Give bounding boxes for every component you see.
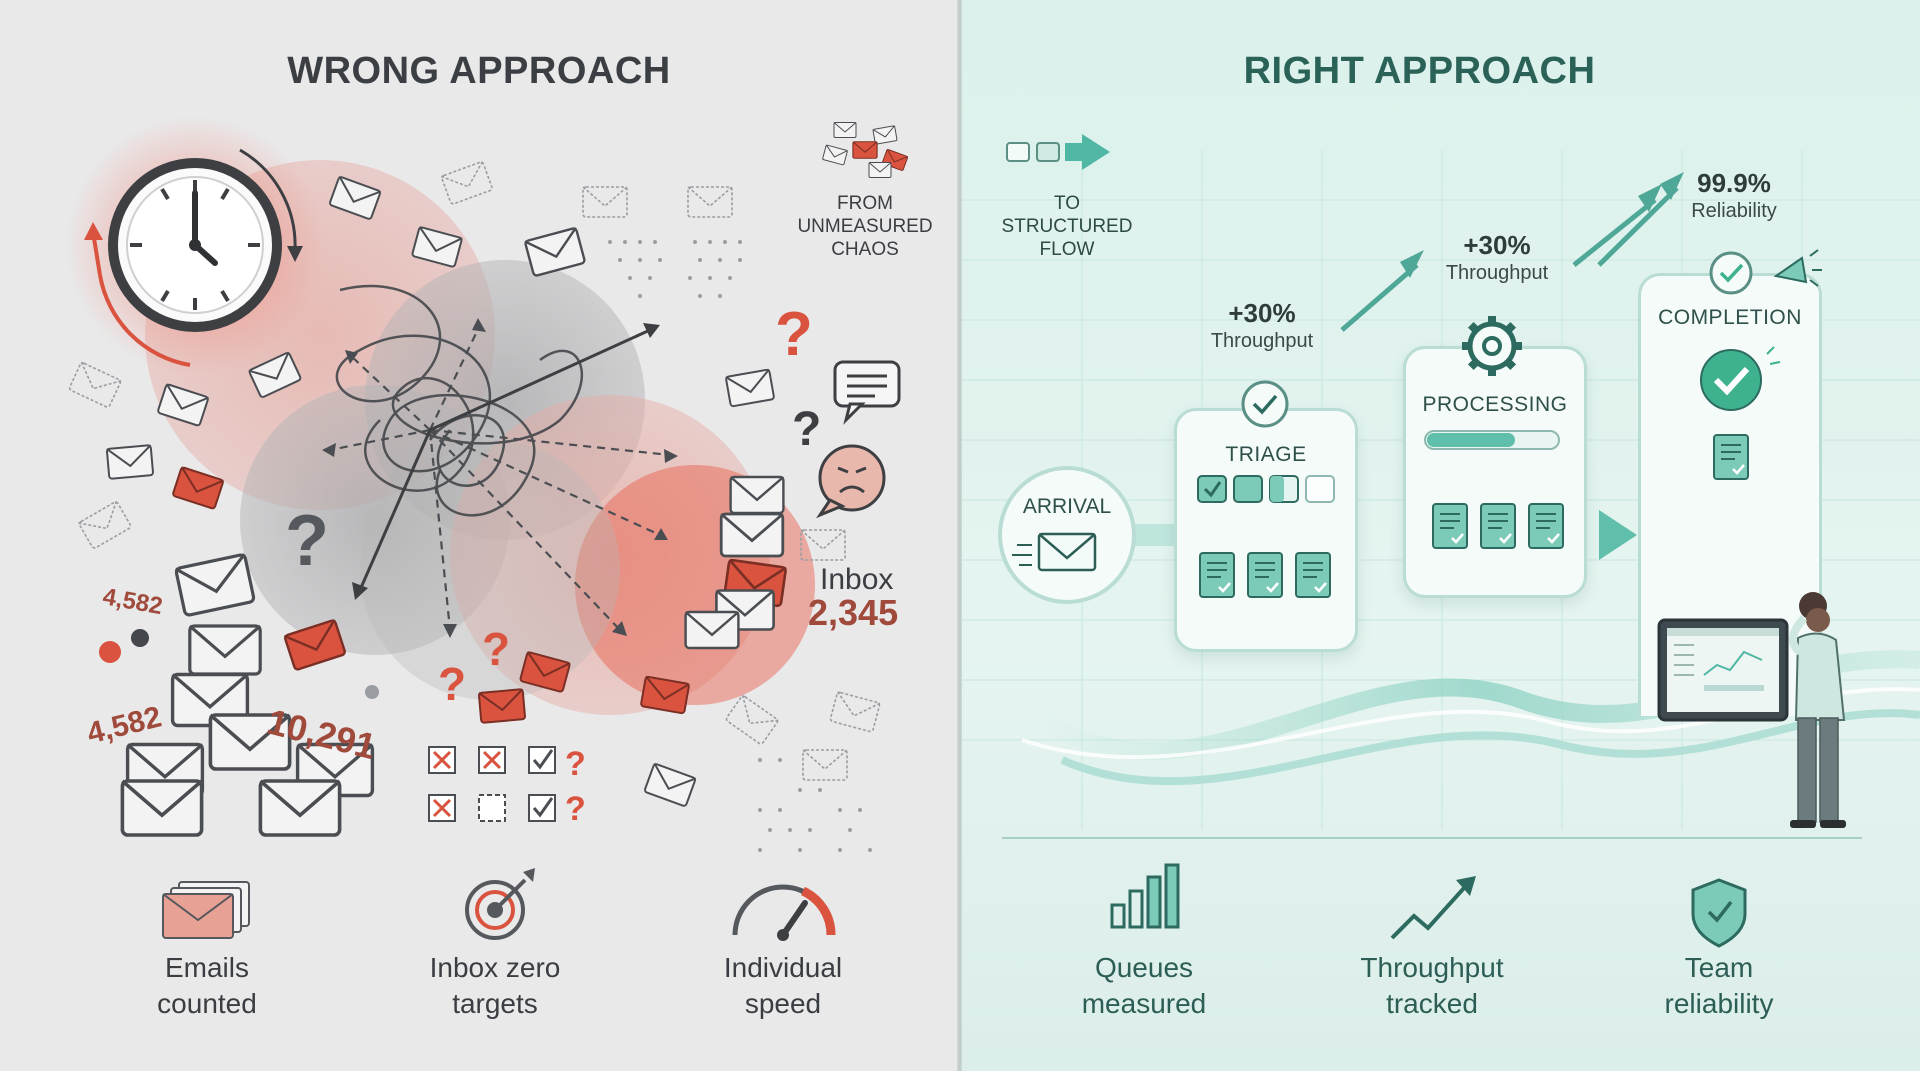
stage-details [1110,249,1846,948]
inbox-count: 2,345 [808,592,899,633]
shield-icon [1691,878,1747,948]
caption-individual-speed: Individual speed [723,952,843,1019]
metric-reliability-label: Reliability [1691,200,1777,222]
angry-face-icon [816,444,886,519]
person-figure [1789,592,1846,828]
growth-arrow-reliability-shown [1597,172,1684,267]
svg-text:?: ? [792,403,821,456]
gear-icon [1462,316,1522,376]
caption-throughput-tracked: Throughput tracked [1360,952,1504,1019]
speedometer-icon [732,884,836,941]
completion-label: COMPLETION [1658,306,1802,329]
metrics-icons-left [162,868,836,941]
megaphone-icon [1773,249,1822,287]
svg-text:?: ? [482,623,510,675]
processing-label: PROCESSING [1422,393,1568,416]
checkmark-icon [1700,349,1762,411]
arrival-label: ARRIVAL [1022,495,1112,518]
right-approach-panel: RIGHT APPROACH [962,0,1920,1071]
processing-card: PROCESSING [1403,346,1587,598]
envelope-icon [1037,532,1097,572]
panel-divider [957,0,963,1071]
triage-card: TRIAGE [1174,408,1358,652]
metric-throughput-2-value: +30% [1463,230,1531,260]
metric-throughput-1-label: Throughput [1210,330,1314,352]
dashboard-monitor [1657,618,1789,722]
svg-text:?: ? [775,300,813,369]
svg-text:?: ? [565,790,586,828]
caption-emails-counted: Emails counted [157,952,257,1019]
right-approach-title: RIGHT APPROACH [1243,50,1596,92]
target-icon [465,868,535,940]
metric-throughput-2-label: Throughput [1445,262,1549,284]
inbox-label: Inbox [820,563,894,596]
triage-label: TRIAGE [1225,443,1307,466]
question-mark-icon: ? [285,501,329,581]
trend-up-icon [1390,876,1476,940]
svg-text:?: ? [438,658,466,710]
chat-bubble-icon [833,360,901,425]
stacked-envelopes-icon [162,881,250,939]
wrong-approach-panel: WRONG APPROACH [0,0,958,1071]
progress-arrow-icon [1006,134,1110,170]
bar-chart-icon [1110,863,1180,929]
caption-team-reliability: Team reliability [1664,952,1774,1019]
svg-text:?: ? [565,745,586,783]
metric-reliability-value: 99.9% [1697,168,1771,198]
metric-throughput-1-value: +30% [1228,298,1296,328]
wrong-approach-title: WRONG APPROACH [287,50,671,92]
caption-inbox-zero-targets: Inbox zero targets [429,952,561,1019]
chaos-illustration: ? ? ? ? ? ? ? [65,115,909,852]
flow-label: TO STRUCTURED FLOW [1001,193,1133,260]
caption-queues-measured: Queues measured [1081,952,1207,1019]
clock-icon [108,158,282,332]
chaos-label: FROM UNMEASURED CHAOS [797,193,933,260]
